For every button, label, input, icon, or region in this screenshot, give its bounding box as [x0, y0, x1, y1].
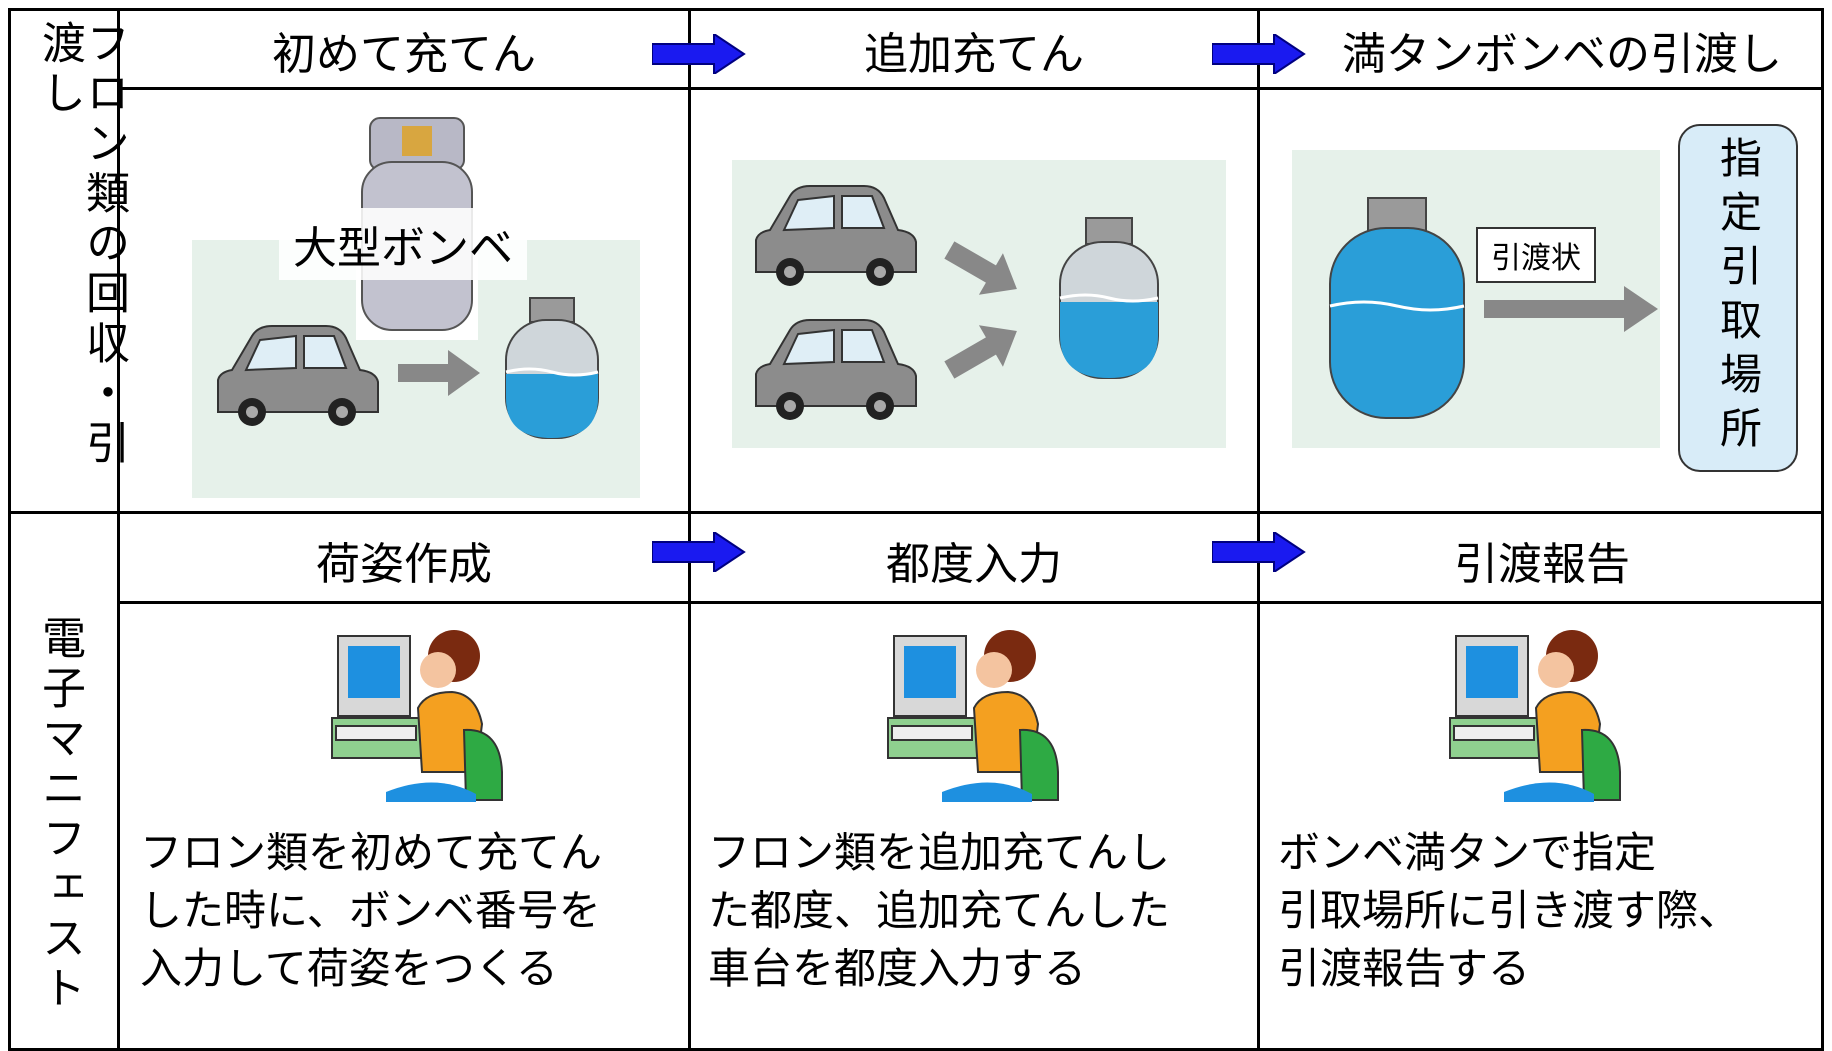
car-icon: [217, 325, 379, 426]
row-divider-bottom-header: [117, 601, 1824, 604]
description-packaging: フロン類を初めて充てん した時に、ボンベ番号を 入力して荷姿をつくる: [140, 824, 680, 998]
flow-arrow-icon: [652, 34, 746, 74]
step-header-full-cylinder-handover: 満タンボンベの引渡し: [1342, 28, 1782, 80]
description-line: フロン類を初めて充てん: [140, 828, 603, 877]
step-header-packaging: 荷姿作成: [316, 538, 492, 590]
fill-arrow-icon: [944, 241, 1017, 295]
flow-arrow-icon: [1212, 34, 1306, 74]
car-icon: [755, 319, 917, 420]
fill-arrow-icon: [398, 350, 480, 396]
description-line: ボンベ満タンで指定: [1278, 828, 1657, 877]
column-divider-1: [688, 8, 691, 1051]
large-cylinder-caption: 大型ボンベ: [279, 208, 527, 280]
description-line: 引渡報告する: [1278, 944, 1531, 993]
step-header-additional-fill: 追加充てん: [864, 28, 1084, 80]
half-full-cylinder-icon: [1059, 217, 1159, 379]
operator-at-computer-icon: [1449, 630, 1621, 802]
description-line: 車台を都度入力する: [708, 944, 1087, 993]
step-header-handover-report: 引渡報告: [1454, 538, 1630, 590]
step-header-first-fill: 初めて充てん: [272, 28, 536, 80]
operator-at-computer-icon: [331, 630, 503, 802]
description-line: フロン類を追加充てんし: [708, 828, 1171, 877]
car-icon: [755, 185, 917, 286]
description-line: た都度、追加充てんした: [708, 886, 1171, 935]
designated-collection-site: 指定引取場所: [1678, 124, 1798, 472]
small-cylinder-icon: [505, 297, 599, 439]
designated-collection-site-label: 指定引取場所: [1713, 136, 1763, 460]
fill-arrow-icon: [944, 325, 1017, 379]
step-header-each-input: 都度入力: [886, 538, 1062, 590]
description-line: 入力して荷姿をつくる: [140, 944, 558, 993]
full-cylinder-icon: [1329, 197, 1465, 419]
handover-arrow-icon: [1484, 286, 1658, 332]
flow-arrow-icon: [652, 532, 746, 572]
description-handover-report: ボンベ満タンで指定 引取場所に引き渡す際、 引渡報告する: [1278, 824, 1818, 998]
flow-arrow-icon: [1212, 532, 1306, 572]
row-label-e-manifest: 電子マニフェスト: [34, 615, 85, 1015]
handover-certificate: 引渡状: [1476, 227, 1596, 283]
description-each-input: フロン類を追加充てんし た都度、追加充てんした 車台を都度入力する: [708, 824, 1248, 998]
row-divider-top-header: [117, 87, 1824, 90]
column-divider-left: [117, 8, 120, 1051]
operator-at-computer-icon: [887, 630, 1059, 802]
description-line: した時に、ボンベ番号を: [140, 886, 601, 935]
row-label-collection: フロン類の回収・引渡し: [34, 20, 129, 470]
description-line: 引取場所に引き渡す際、: [1278, 886, 1741, 935]
diagram-frame: [8, 8, 1824, 1051]
column-divider-2: [1257, 8, 1260, 1051]
row-divider-middle: [8, 511, 1824, 514]
